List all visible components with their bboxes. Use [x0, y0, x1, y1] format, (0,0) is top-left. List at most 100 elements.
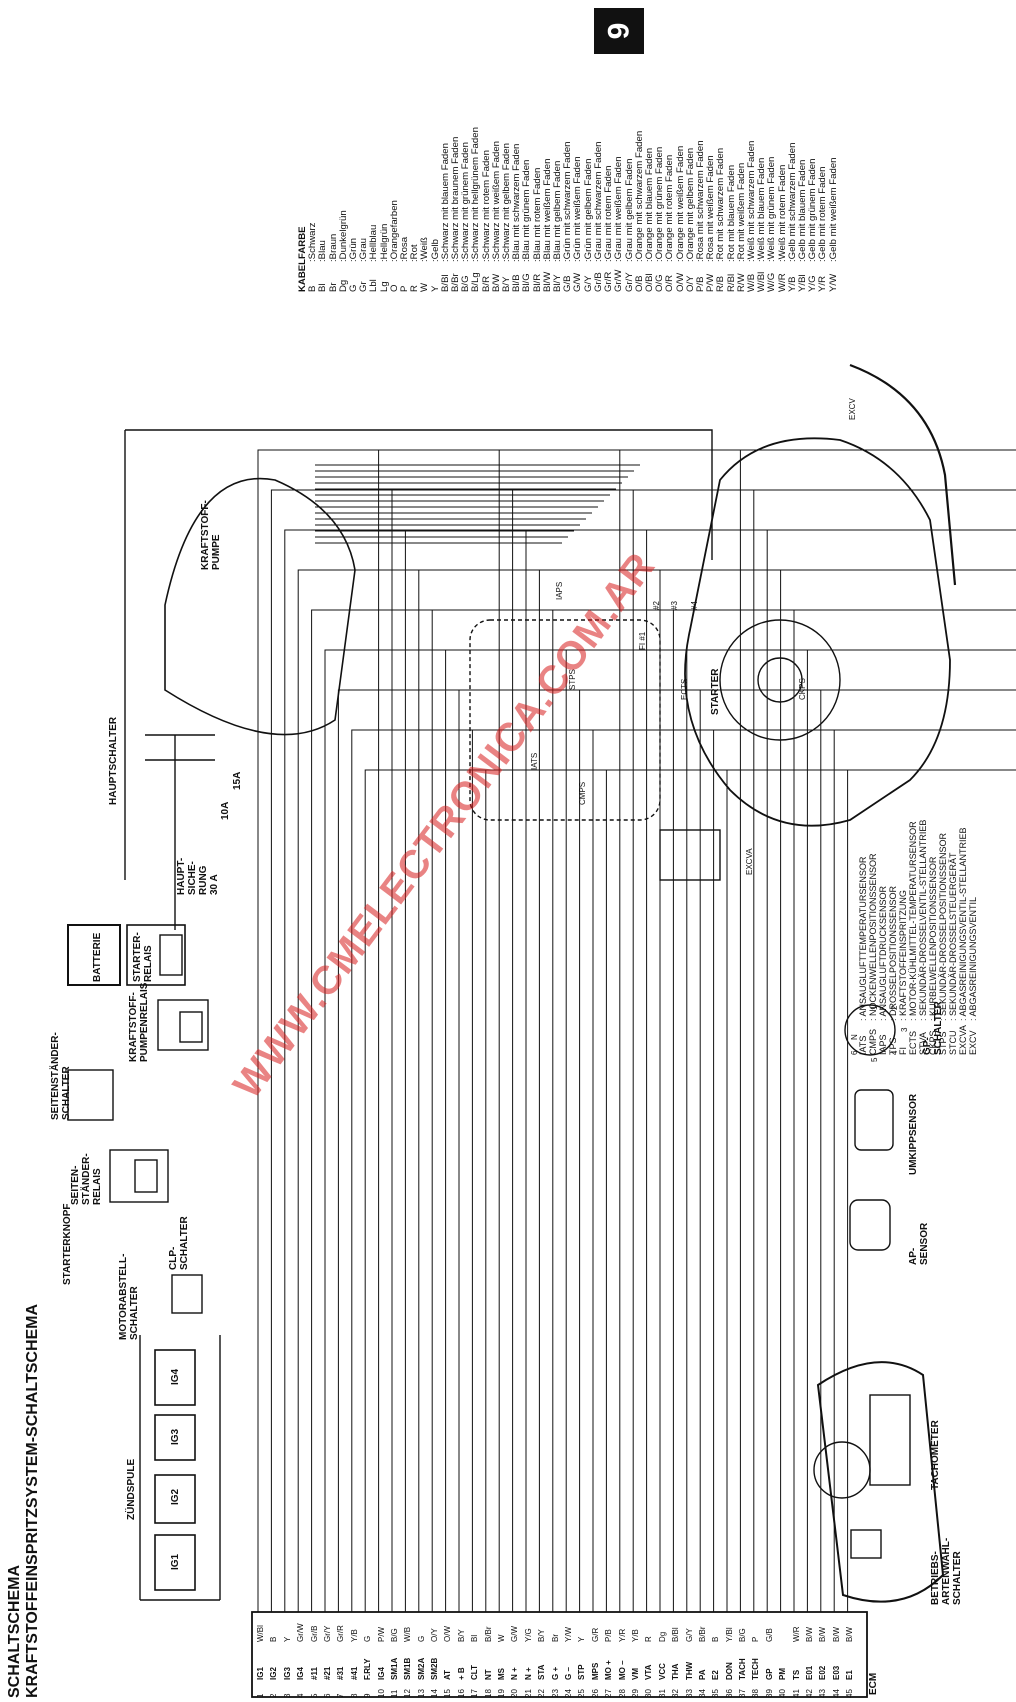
ecm-pin-number: 5 [309, 1693, 319, 1698]
ecm-pin-row: 22STAB/Y [535, 1612, 548, 1698]
ecm-pin-name: GP [764, 1668, 774, 1680]
fi1-label: FI #1 [638, 631, 647, 650]
ecm-pin-name: NT [483, 1669, 493, 1680]
ecm-pin-name: E03 [831, 1665, 841, 1680]
coil-ig3-label: IG3 [170, 1428, 181, 1445]
ecm-pin-number: 6 [322, 1693, 332, 1698]
ecm-pin-number: 15 [443, 1689, 453, 1698]
ecm-pin-row: 11SM1AB/G [388, 1612, 401, 1698]
sidestand-switch-text: SEITENSTÄNDER- SCHALTER [50, 1032, 72, 1120]
ecm-wire [659, 569, 960, 1612]
abbreviation-row: ECTS: MOTOR-KÜHLMITTEL-TEMPERATURSENSOR [908, 820, 918, 1055]
ecm-pin-row: 5#11Gr/B [308, 1612, 321, 1698]
ecm-pin-row: 21N +Y/G [522, 1612, 535, 1698]
ecm-pin-number: 18 [483, 1689, 493, 1698]
fi2-label: #2 [652, 601, 661, 610]
ecm-wire [485, 769, 826, 1612]
coil-ig3-box [154, 1414, 196, 1461]
ecm-pin-wire-color: Y [577, 1636, 587, 1642]
abbreviation-row: CMPS: NOCKENWELLENPOSITIONSSENSOR [868, 820, 878, 1055]
ecm-pin-row: 6#21Gr/Y [321, 1612, 334, 1698]
ecm-pin-row: 7#31Gr/R [334, 1612, 347, 1698]
ecm-pin-wire-color: B/Br [697, 1626, 707, 1642]
ecm-pin-wire-color: B/Y [537, 1629, 547, 1642]
ecm-pin-wire-color: B/Bl [671, 1627, 681, 1642]
ecm-pin-row: 16+ BB/Y [455, 1612, 468, 1698]
engine-crank-cover [719, 619, 841, 741]
ecm-pin-row: 29VMY/B [629, 1612, 642, 1698]
ecm-pin-wire-color: B/G [389, 1628, 399, 1642]
coil-ig2-label: IG2 [170, 1488, 181, 1505]
abbreviation-code: TPS [888, 1037, 898, 1055]
ecm-pin-number: 36 [724, 1689, 734, 1698]
ecm-pin-number: 22 [537, 1689, 547, 1698]
ecm-wire [806, 649, 1016, 1612]
ecm-wire [445, 649, 826, 1612]
page-number-badge: 9 [594, 8, 644, 54]
ecm-pin-wire-color: Dg [657, 1631, 667, 1642]
ecm-pin-name: E01 [805, 1665, 815, 1680]
ecm-pin-name: PM [778, 1668, 788, 1680]
ecm-pin-row: 39GPG/B [763, 1612, 776, 1698]
engine-outline [684, 437, 951, 827]
starter-relay-label: STARTER- RELAIS [132, 932, 154, 982]
ecm-pin-wire-color: P/B [604, 1629, 614, 1642]
abbreviation-text: : ABGASREINIGUNGSVENTIL [968, 896, 978, 1021]
ecm-pin-name: MO – [617, 1660, 627, 1680]
ecm-pin-name: VTA [644, 1664, 654, 1680]
ecm-pin-row: 31VCCDg [656, 1612, 669, 1698]
ecm-pin-row: 3IG3Y [281, 1612, 294, 1698]
abbreviation-row: STCU : SEKUNDÄR-DROSSELSTEUERGERÄT [948, 820, 958, 1055]
abbreviation-code: FI [898, 1047, 908, 1055]
abbreviation-row: STPS: SEKUNDÄR-DROSSELPOSITIONSSENSOR [938, 820, 948, 1055]
ecm-pin-number: 26 [590, 1689, 600, 1698]
abbreviation-code: STCU [948, 1030, 958, 1056]
abbreviation-row: IAPS: ANSAUGLUFTDRUCKSENSOR [878, 820, 888, 1055]
ecm-pin-number: 2 [269, 1693, 279, 1698]
sidestand-relay-coil [134, 1159, 158, 1193]
gp-pos-5: 5 [870, 1057, 879, 1062]
starter-relay-coil [159, 934, 183, 976]
ecm-wires [257, 449, 1016, 1612]
ecm-pin-wire-color: B/W [805, 1626, 815, 1642]
abbreviation-text: : SEKUNDÄR-DROSSELSTEUERGERÄT [948, 852, 958, 1021]
ecm-pin-name: TS [791, 1669, 801, 1680]
ignition-coil-label: ZÜNDSPULE [126, 1458, 137, 1520]
ecm-wire [552, 609, 893, 1612]
ects-label: ECTS [680, 678, 689, 700]
tipover-sensor-body [854, 1089, 894, 1151]
ecm-pin-row: 20N +G/W [508, 1612, 521, 1698]
ecm-pin-row: 8#41Y/B [348, 1612, 361, 1698]
sidestand-relay-label: SEITEN- STÄNDER- RELAIS [70, 1153, 103, 1205]
abbreviation-code: EXCVA [958, 1025, 968, 1055]
abbreviation-text: : MOTOR-KÜHLMITTEL-TEMPERATURSENSOR [908, 821, 918, 1021]
ecm-pin-wire-color: Y/B [630, 1629, 640, 1642]
ecm-pin-name: VCC [657, 1663, 667, 1680]
engine-crank-hub [757, 657, 803, 703]
ecm-pin-wire-color: Y [282, 1636, 292, 1642]
ecm-wire [766, 529, 1016, 1612]
abbreviation-code: IATS [858, 1035, 868, 1055]
main-switch-label: HAUPTSCHALTER [108, 716, 119, 805]
ecm-pin-row: 19MSW [495, 1612, 508, 1698]
ecm-pin-name: G – [563, 1667, 573, 1680]
ecm-pin-wire-color: G/R [590, 1627, 600, 1642]
ecm-pin-name: TACH [738, 1658, 748, 1680]
ecm-pin-wire-color: Y/W [563, 1626, 573, 1642]
ecm-pin-row: 4IG4Gr/W [294, 1612, 307, 1698]
ecm-pin-wire-color: Gr/W [296, 1623, 306, 1642]
tachometer-label: TACHOMETER [930, 1420, 941, 1490]
ecm-wire [820, 689, 1016, 1612]
ecm-pin-row: 40PM [776, 1612, 789, 1698]
fuel-pump-text: KRAFTSTOFF- PUMPE [200, 500, 222, 570]
ecm-pin-wire-color: B/W [845, 1626, 855, 1642]
ecm-pin-number: 25 [577, 1689, 587, 1698]
fuel-pump-relay-box [157, 999, 209, 1051]
sidestand-switch-label: SEITENSTÄNDER- SCHALTER [50, 1032, 72, 1120]
clp-switch-box [171, 1274, 203, 1314]
ecm-pin-row: 2IG2B [267, 1612, 280, 1698]
ecm-pin-name: PA [697, 1669, 707, 1680]
ecm-wire [753, 489, 1016, 1612]
ecm-pin-name: SM2A [416, 1657, 426, 1680]
